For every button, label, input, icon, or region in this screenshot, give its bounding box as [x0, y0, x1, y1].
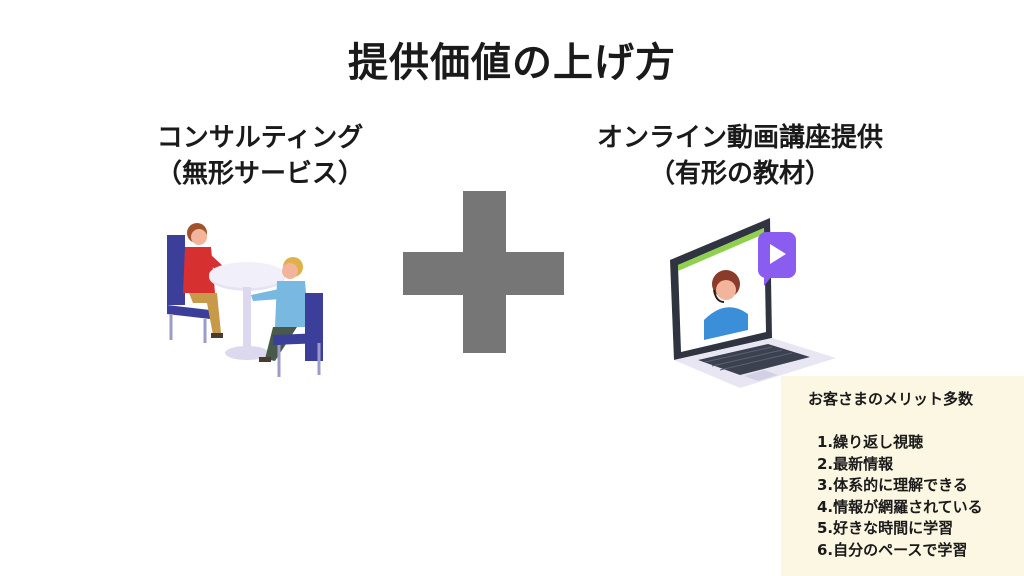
list-item: 6.自分のペースで学習 — [817, 540, 968, 559]
online-course-label: オンライン動画講座提供 （有形の教材） — [560, 120, 920, 192]
list-item: 4.情報が網羅されている — [817, 497, 983, 516]
online-course-label-line1: オンライン動画講座提供 — [596, 123, 883, 153]
benefits-panel — [781, 376, 1024, 576]
benefits-heading: お客さまのメリット多数 — [808, 390, 974, 408]
plus-vertical-bar — [463, 191, 506, 353]
list-item: 1.繰り返し視聴 — [817, 433, 924, 451]
consulting-meeting-icon — [155, 215, 335, 390]
online-course-label-line2: （有形の教材） — [648, 159, 831, 189]
consulting-label-line1: コンサルティング — [156, 123, 364, 153]
list-item: 5.好きな時間に学習 — [817, 519, 954, 538]
consulting-label-line2: （無形サービス） — [155, 159, 364, 189]
list-item: 3.体系的に理解できる — [817, 476, 968, 495]
benefits-list: 1.繰り返し視聴 2.最新情報 3.体系的に理解できる 4.情報が網羅されている… — [817, 432, 983, 562]
consulting-label: コンサルティング （無形サービス） — [95, 120, 425, 192]
page-title: 提供価値の上げ方 — [348, 40, 676, 86]
list-item: 2.最新情報 — [817, 454, 894, 473]
online-video-laptop-icon — [660, 210, 840, 395]
